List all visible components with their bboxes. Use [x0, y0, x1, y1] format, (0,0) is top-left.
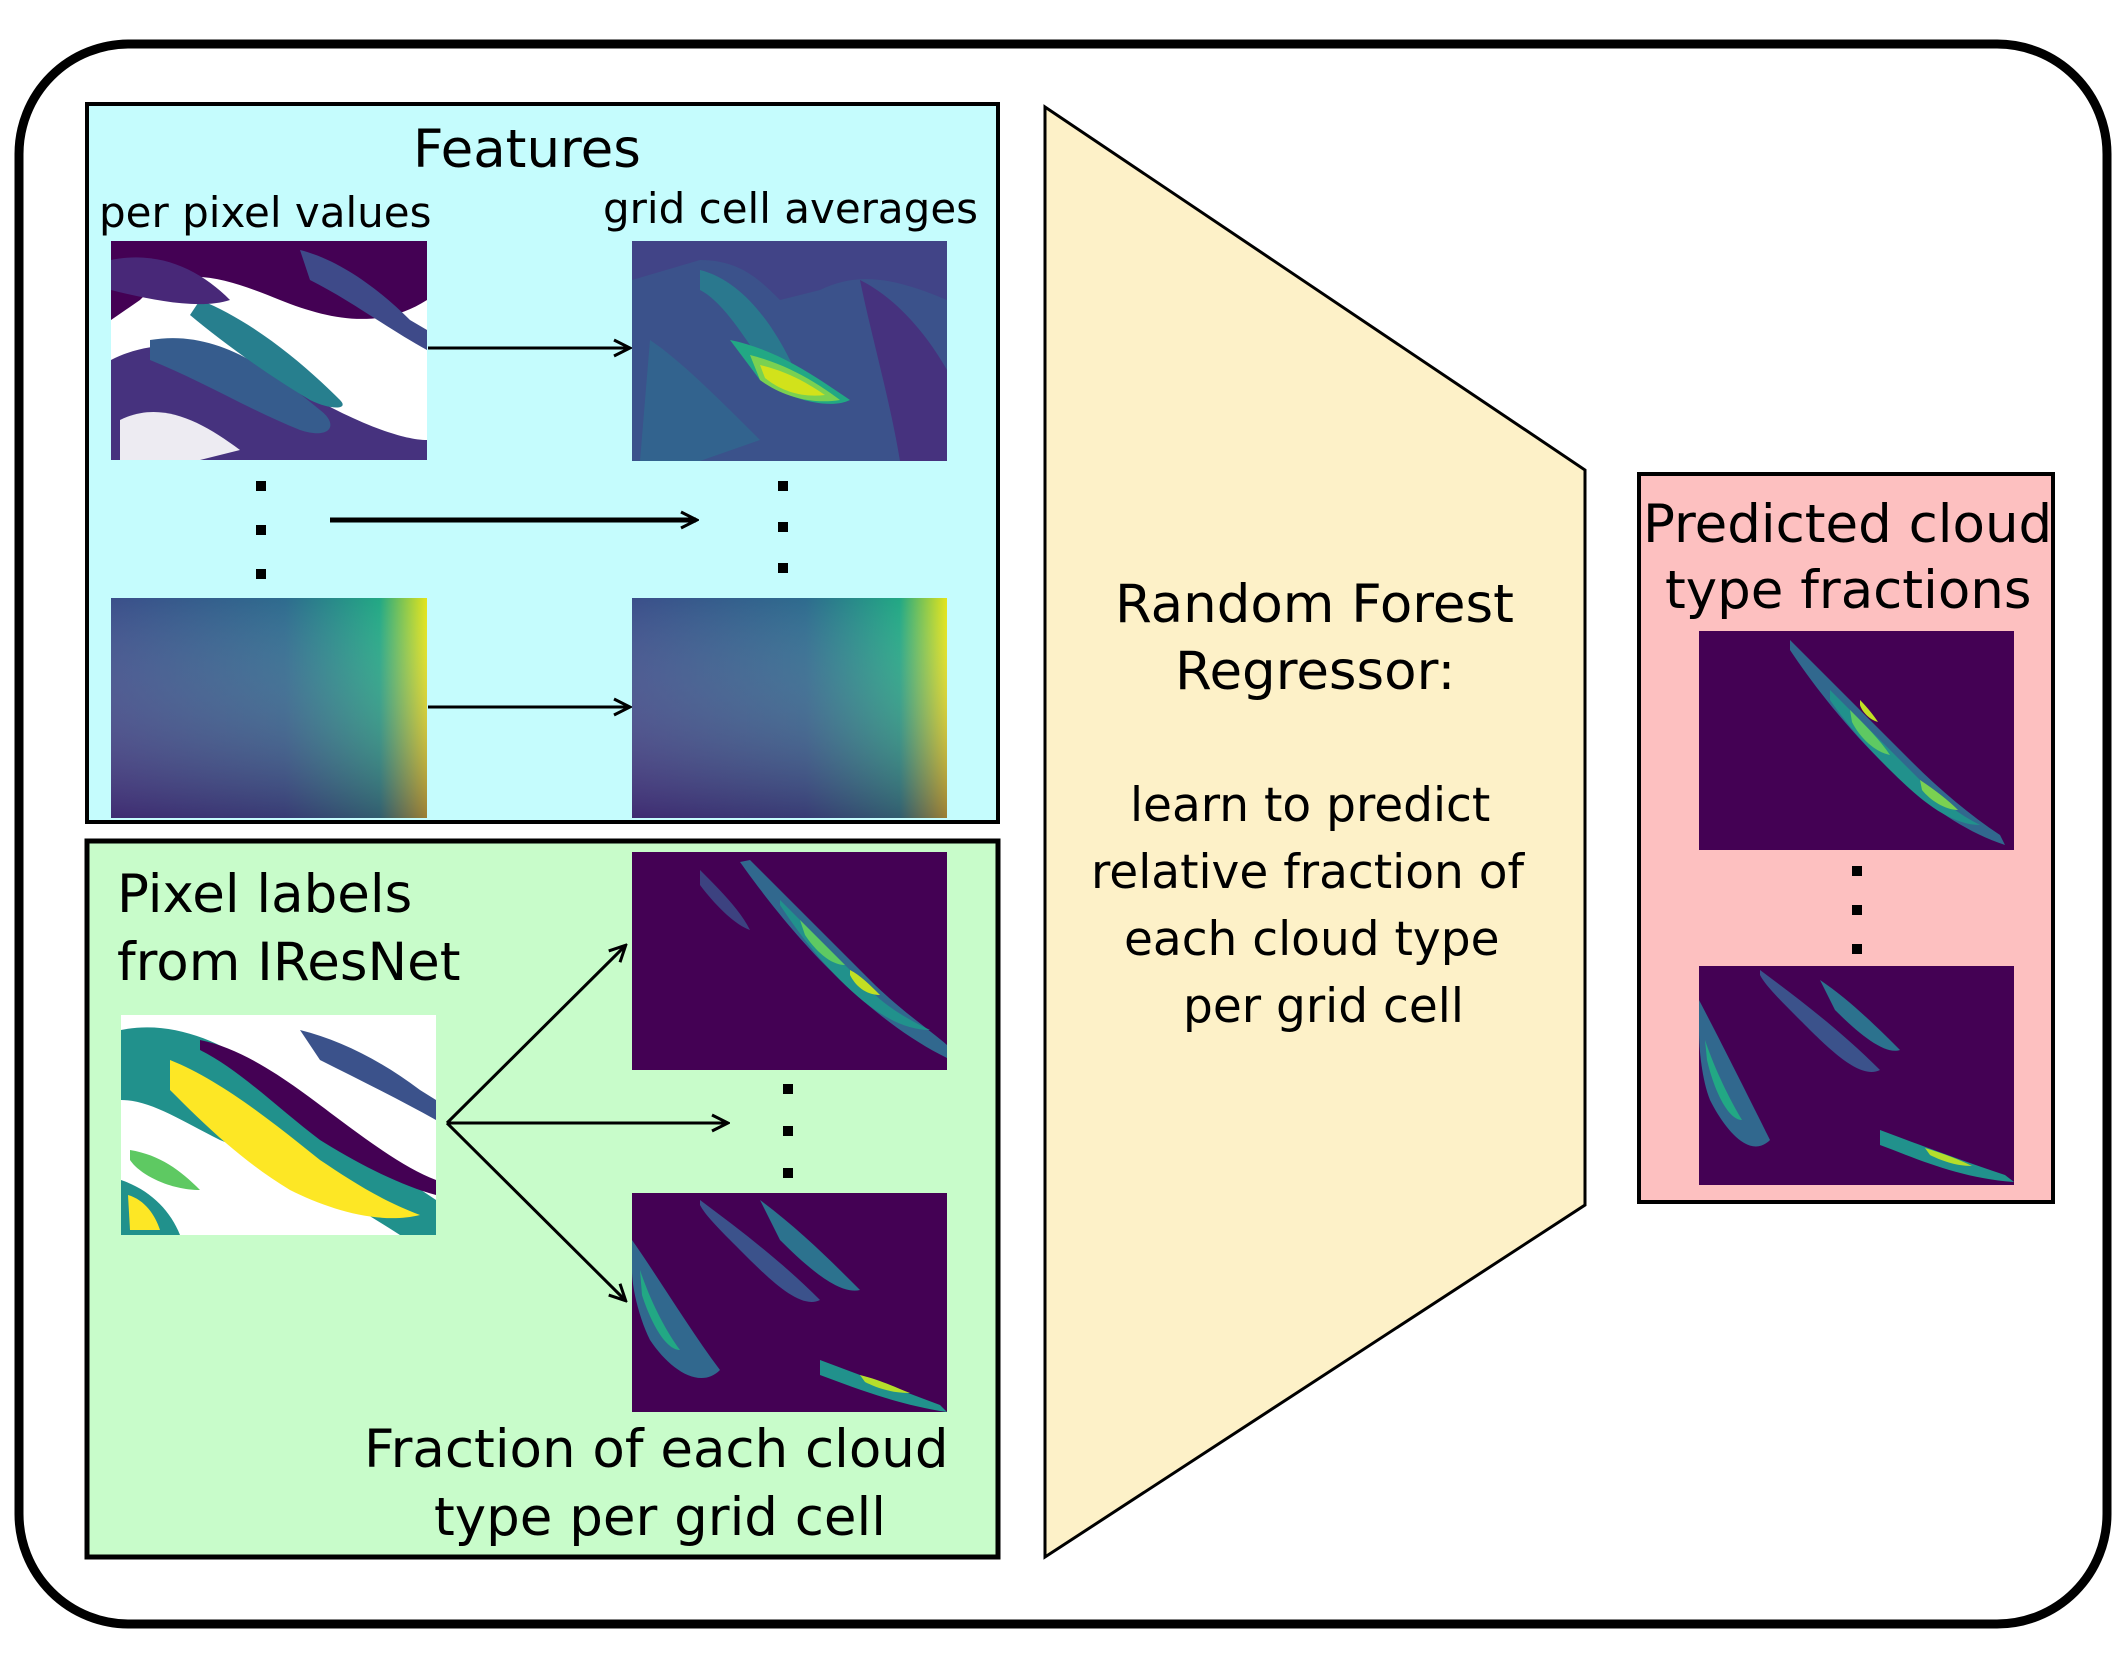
per-pixel-values-label: per pixel values: [99, 188, 432, 237]
regressor-desc-line3: each cloud type: [1124, 912, 1500, 967]
ellipsis-fraction-maps: [783, 1084, 793, 1178]
predicted-map-1: [1699, 631, 2014, 850]
ellipsis-predicted-maps: [1852, 866, 1862, 954]
grid-avg-map-2: [632, 598, 947, 818]
features-title: Features: [413, 119, 641, 180]
fraction-caption-line2: type per grid cell: [434, 1487, 886, 1548]
pixel-labels-title-line2: from IResNet: [117, 932, 461, 993]
regressor-desc-line1: learn to predict: [1130, 778, 1491, 833]
prediction-title-line1: Predicted cloud: [1643, 494, 2053, 555]
predicted-map-2: [1699, 966, 2014, 1185]
arrow-labels-up: [445, 946, 625, 1125]
fraction-caption-line1: Fraction of each cloud: [364, 1419, 949, 1480]
regressor-panel: [1043, 104, 1587, 1560]
regressor-title-line2: Regressor:: [1175, 641, 1456, 702]
pixel-feature-map-1: [111, 241, 427, 460]
ellipsis-grid-features: [778, 481, 788, 573]
prediction-title-line2: type fractions: [1665, 560, 2032, 621]
pixel-labels-title-line1: Pixel labels: [117, 864, 413, 925]
regressor-desc-line2: relative fraction of: [1091, 845, 1525, 900]
ellipsis-pixel-features: [256, 481, 266, 579]
arrow-labels-down: [445, 1121, 625, 1300]
fraction-map-2: [632, 1193, 947, 1412]
pixel-labels-map: [121, 1015, 436, 1235]
grid-cell-averages-label: grid cell averages: [603, 184, 979, 233]
fraction-map-1: [632, 852, 947, 1070]
regressor-title-line1: Random Forest: [1115, 574, 1514, 635]
grid-avg-map-1: [632, 241, 947, 461]
regressor-desc-line4: per grid cell: [1183, 979, 1464, 1034]
pixel-feature-map-2: [111, 598, 427, 818]
